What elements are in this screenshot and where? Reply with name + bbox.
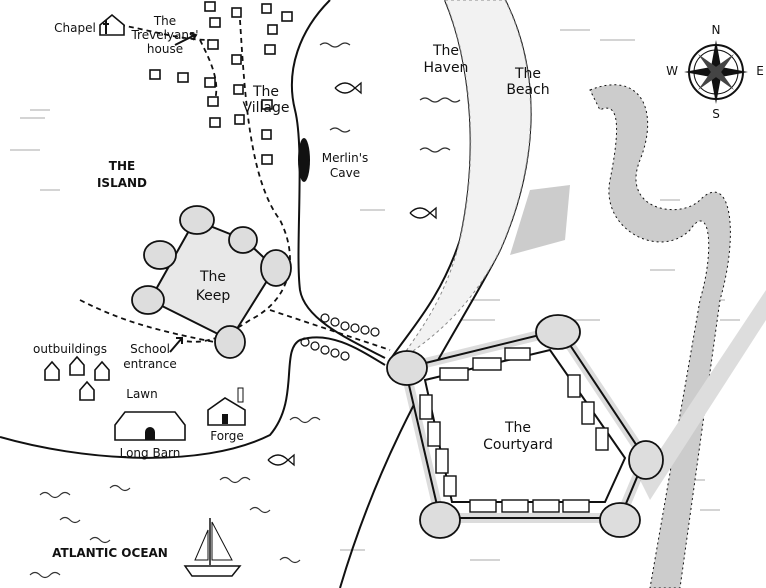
- path-chapel: [119, 24, 218, 101]
- label-island-1: THE: [109, 159, 135, 173]
- beach: [399, 0, 532, 361]
- label-village-1: The: [252, 84, 279, 100]
- label-long-barn: Long Barn: [120, 446, 181, 460]
- chapel-icon: [99, 13, 125, 36]
- label-chapel: Chapel: [54, 21, 96, 35]
- label-courtyard-2: Courtyard: [483, 437, 553, 453]
- haven-west-shore: [291, 0, 386, 359]
- label-village-2: Village: [242, 100, 289, 116]
- label-school-2: entrance: [123, 357, 177, 371]
- label-trevelyans-1: The: [153, 14, 176, 28]
- label-trevelyans-2: Trevelyans': [130, 28, 198, 42]
- outbuildings-icon: [44, 355, 110, 401]
- road: [589, 84, 731, 588]
- merlins-cave: [298, 138, 310, 182]
- arrow-trevelyans: [174, 32, 198, 46]
- label-beach-2: Beach: [506, 82, 549, 98]
- road-branch: [510, 185, 570, 255]
- compass-rose-icon: N E S W: [666, 23, 764, 121]
- label-outbuildings: outbuildings: [33, 342, 107, 356]
- label-lawn: Lawn: [126, 387, 157, 401]
- island-coast: [0, 336, 386, 459]
- label-keep-2: Keep: [196, 288, 231, 304]
- compass-west: W: [666, 64, 678, 78]
- village-houses: [149, 1, 293, 165]
- label-courtyard-1: The: [504, 420, 531, 436]
- forge-icon: [207, 387, 246, 426]
- path-school: [79, 299, 231, 346]
- label-haven-2: Haven: [424, 60, 469, 76]
- label-haven-1: The: [432, 43, 459, 59]
- stepping-stones: [300, 313, 380, 361]
- compass-north: N: [712, 23, 721, 37]
- the-keep: [131, 205, 292, 359]
- label-keep-1: The: [199, 269, 226, 285]
- label-trevelyans-3: house: [147, 42, 183, 56]
- label-cave-2: Cave: [330, 166, 360, 180]
- road-lower: [640, 290, 766, 500]
- compass-east: E: [756, 64, 764, 78]
- arrow-school: [169, 337, 183, 353]
- path-to-courtyard: [269, 309, 391, 351]
- compass-south: S: [712, 107, 720, 121]
- label-forge: Forge: [210, 429, 244, 443]
- the-courtyard: [386, 314, 664, 539]
- fish-icon: [267, 81, 437, 467]
- label-school-1: School: [130, 342, 170, 356]
- long-barn-icon: [114, 411, 186, 441]
- label-ocean: ATLANTIC OCEAN: [52, 546, 168, 560]
- label-beach-1: The: [514, 66, 541, 82]
- label-cave-1: Merlin's: [322, 151, 369, 165]
- label-island-2: ISLAND: [97, 176, 147, 190]
- sailboat-icon: [183, 518, 242, 577]
- waves: [29, 42, 461, 579]
